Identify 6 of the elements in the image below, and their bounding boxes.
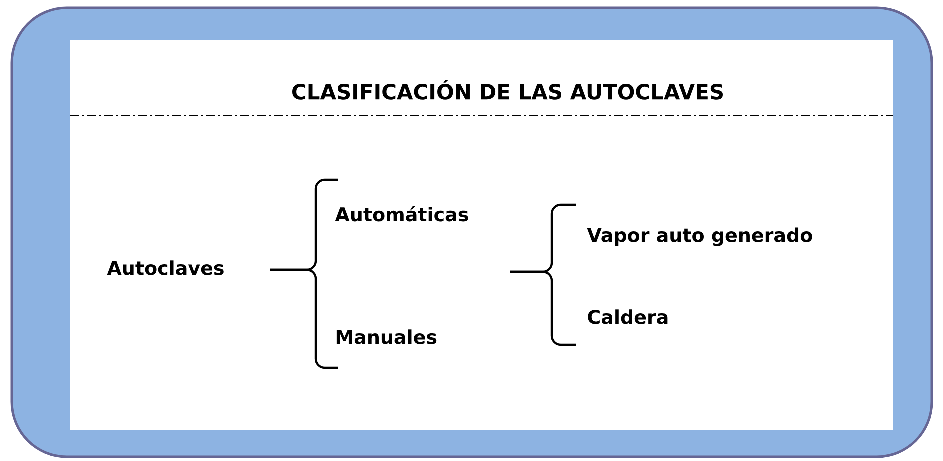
class-label: Automáticas — [335, 206, 468, 222]
class-label: Manuales — [336, 330, 437, 344]
class-label: Autoclaves — [107, 260, 224, 276]
class-label: Caldera — [588, 310, 668, 324]
class-label: Vapor auto generado — [587, 228, 812, 246]
title: CLASIFICACIÓN DE LAS AUTOCLAVES — [292, 80, 723, 100]
